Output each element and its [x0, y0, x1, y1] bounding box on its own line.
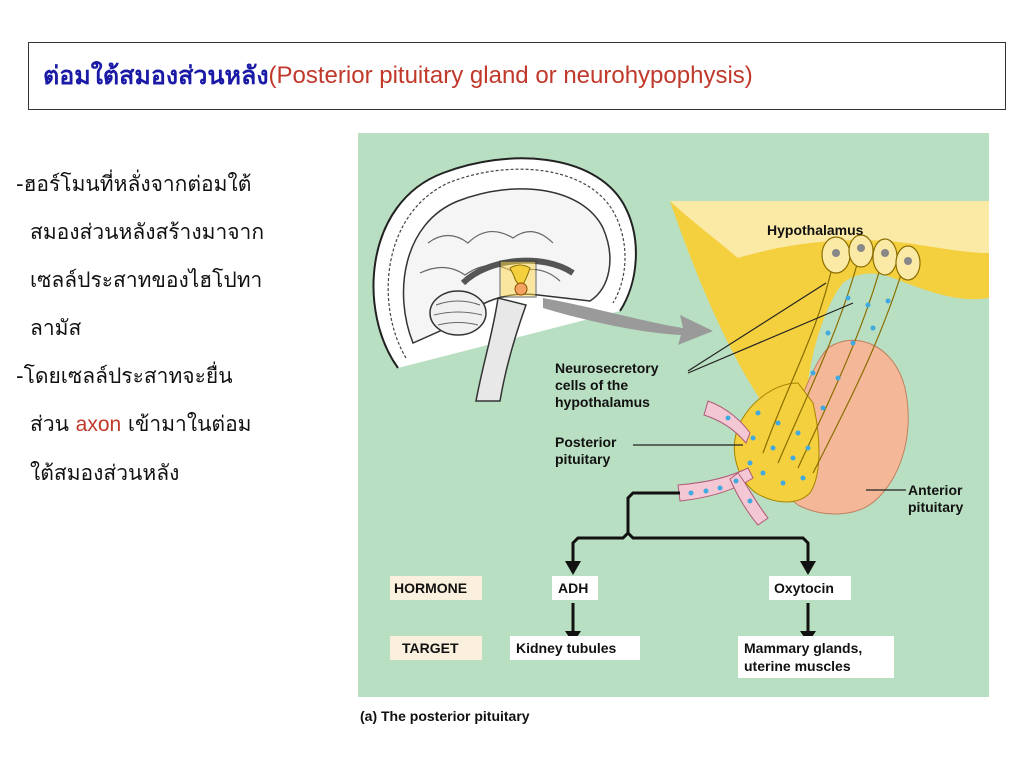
label-adh: ADH	[558, 580, 588, 596]
pituitary-diagram: Hypothalamus Neurosecretory cells of the…	[358, 133, 989, 697]
flow-arrows	[571, 491, 810, 633]
bullet-2-line-1: -โดยเซลล์ประสาทจะยื่น	[16, 364, 233, 388]
label-oxytocin: Oxytocin	[774, 580, 834, 596]
axon-3	[797, 257, 884, 469]
figure-caption: (a) The posterior pituitary	[360, 708, 530, 724]
label-boxes	[390, 576, 894, 678]
kidney-box	[510, 636, 640, 660]
neurosecretory-axons	[762, 257, 907, 474]
label-posterior-2: pituitary	[555, 451, 610, 467]
cerebellum-folds	[433, 300, 483, 326]
flow-trunk	[571, 491, 680, 563]
label-mammary-2: uterine muscles	[744, 658, 851, 674]
label-posterior-1: Posterior	[555, 434, 617, 450]
arrowhead-adh	[565, 561, 581, 575]
label-anterior-2: pituitary	[908, 499, 963, 515]
label-kidney: Kidney tubules	[516, 640, 617, 656]
hypothalamus-light	[670, 201, 989, 258]
bullet-1-line-4: ลามัส	[30, 316, 82, 340]
leader-neurosecretory-1	[687, 282, 827, 372]
bullet-text: -ฮอร์โมนที่หลั่งจากต่อมใต้ สมองส่วนหลังส…	[16, 160, 351, 497]
bullet-2-line-3: ใต้สมองส่วนหลัง	[30, 461, 180, 485]
title-english: (Posterior pituitary gland or neurohypop…	[268, 62, 753, 89]
hormone-granules	[747, 295, 891, 486]
label-neurosecretory-3: hypothalamus	[555, 394, 650, 410]
label-mammary-1: Mammary glands,	[744, 640, 862, 656]
bullet-1-line-3: เซลล์ประสาทของไฮโปทา	[30, 268, 263, 292]
label-neurosecretory-2: cells of the	[555, 377, 628, 393]
axon-term: axon	[75, 413, 122, 436]
title-box: ต่อมใต้สมองส่วนหลัง(Posterior pituitary …	[28, 42, 1006, 110]
bullet-2-line-2: ส่วน axon เข้ามาในต่อม	[16, 400, 351, 449]
brainstem	[475, 297, 527, 402]
oxytocin-box	[769, 576, 851, 600]
adh-box	[552, 576, 598, 600]
arrowhead-oxytocin	[800, 561, 816, 575]
cerebellum	[429, 290, 487, 336]
label-hormone: HORMONE	[394, 580, 467, 596]
label-neurosecretory-1: Neurosecretory	[555, 360, 659, 376]
title-thai: ต่อมใต้สมองส่วนหลัง	[43, 61, 269, 90]
label-target: TARGET	[402, 640, 459, 656]
bullet-2-post: เข้ามาในต่อม	[121, 412, 252, 436]
zoom-arrow	[543, 298, 713, 345]
small-hypothalamus	[509, 264, 531, 287]
blood-vessels	[677, 400, 769, 526]
label-hypothalamus: Hypothalamus	[767, 222, 864, 238]
bullet-1-line-2: สมองส่วนหลังสร้างมาจาก	[30, 220, 265, 244]
nuclei	[832, 244, 912, 265]
skull-inner	[387, 168, 626, 359]
vessel-upper	[703, 400, 751, 444]
vessel-granules	[688, 415, 753, 504]
flow-right	[626, 531, 810, 563]
bullet-2-pre: ส่วน	[30, 412, 76, 436]
label-anterior-1: Anterior	[908, 482, 963, 498]
mammary-box	[738, 636, 894, 678]
axon-4	[812, 257, 907, 474]
hormone-label-box	[390, 576, 482, 600]
leader-neurosecretory-2	[687, 302, 854, 374]
bullet-1-line-1: -ฮอร์โมนที่หลั่งจากต่อมใต้	[16, 172, 252, 196]
small-pituitary	[514, 282, 528, 296]
target-label-box	[390, 636, 482, 660]
axon-1	[762, 262, 834, 454]
axon-2	[777, 260, 859, 464]
leader-lines	[633, 282, 906, 491]
